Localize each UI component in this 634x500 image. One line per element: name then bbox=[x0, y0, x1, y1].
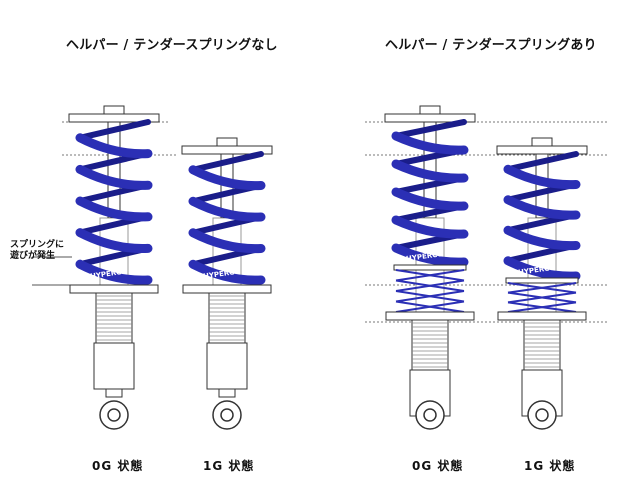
helper-coil bbox=[395, 290, 465, 303]
upper-spring-seat bbox=[68, 113, 160, 123]
spring-coil bbox=[75, 164, 153, 190]
spring-coil bbox=[391, 215, 469, 239]
top-nut bbox=[419, 105, 441, 115]
piston-rod bbox=[107, 121, 121, 219]
spring-coil-back bbox=[190, 151, 264, 173]
spring-coil bbox=[75, 228, 153, 254]
spring-coil-back bbox=[77, 119, 151, 141]
spring-coil bbox=[391, 159, 469, 183]
spring-coil bbox=[188, 165, 266, 191]
spring-coil-back bbox=[505, 151, 579, 173]
spring-coil bbox=[503, 256, 581, 281]
upper-spring-seat bbox=[496, 145, 588, 155]
spring-coil bbox=[503, 195, 581, 220]
state-label-right-1g: 1G 状態 bbox=[524, 459, 576, 473]
helper-coil bbox=[395, 269, 465, 282]
helper-coil bbox=[395, 279, 465, 292]
spring-coil bbox=[503, 164, 581, 190]
spring-coil bbox=[188, 259, 266, 285]
lower-spring-seat bbox=[69, 284, 159, 294]
body-neck bbox=[218, 388, 236, 398]
intermediate-seat bbox=[505, 277, 579, 284]
mount-bushing bbox=[107, 408, 121, 422]
helper-coil bbox=[507, 291, 577, 304]
spring-coil bbox=[75, 196, 153, 222]
top-nut bbox=[531, 137, 553, 147]
threaded-body bbox=[523, 319, 561, 371]
spring-coil bbox=[188, 228, 266, 254]
upper-spring-seat bbox=[384, 113, 476, 123]
top-nut bbox=[216, 137, 238, 147]
lower-spring-seat bbox=[182, 284, 272, 294]
mount-bushing bbox=[423, 408, 437, 422]
helper-coil bbox=[395, 300, 465, 313]
spring-coil bbox=[75, 133, 153, 159]
heading-with-helper: ヘルパー / テンダースプリングあり bbox=[385, 38, 597, 53]
upper-spring-seat bbox=[181, 145, 273, 155]
lower-spring-seat bbox=[385, 311, 475, 321]
spring-coil bbox=[391, 131, 469, 155]
heading-without-helper: ヘルパー / テンダースプリングなし bbox=[66, 38, 278, 53]
spring-gap-annotation: スプリングに 遊びが発生 bbox=[10, 240, 64, 262]
state-label-right-0g: 0G 状態 bbox=[412, 459, 464, 473]
shock-right-0g: HYPERCO bbox=[384, 105, 476, 430]
mount-bushing bbox=[220, 408, 234, 422]
shock-body bbox=[93, 342, 135, 390]
intermediate-seat bbox=[393, 264, 467, 271]
solid-guides bbox=[32, 256, 72, 286]
shock-body bbox=[206, 342, 248, 390]
spring-coil bbox=[188, 196, 266, 222]
helper-coil bbox=[507, 282, 577, 294]
shock-left-1g: HYPERCO bbox=[181, 137, 273, 430]
spring-coil bbox=[391, 187, 469, 211]
top-nut bbox=[103, 105, 125, 115]
annotation-line-1: スプリングに bbox=[10, 240, 65, 250]
state-label-left-1g: 1G 状態 bbox=[203, 459, 255, 473]
spring-coil bbox=[75, 259, 153, 285]
mount-bushing bbox=[535, 408, 549, 422]
shock-right-1g: HYPERCO bbox=[496, 137, 588, 430]
helper-coil bbox=[507, 301, 577, 313]
threaded-body bbox=[208, 292, 246, 344]
body-neck bbox=[105, 388, 123, 398]
shock-left-0g: HYPERCO bbox=[68, 105, 160, 430]
spring-coil bbox=[391, 243, 469, 267]
state-label-left-0g: 0G 状態 bbox=[92, 459, 144, 473]
spring-coil bbox=[503, 225, 581, 251]
spring-coil-back bbox=[393, 119, 467, 139]
lower-spring-seat bbox=[497, 311, 587, 321]
threaded-body bbox=[411, 319, 449, 371]
annotation-line-2: 遊びが発生 bbox=[10, 251, 56, 261]
threaded-body bbox=[95, 292, 133, 344]
